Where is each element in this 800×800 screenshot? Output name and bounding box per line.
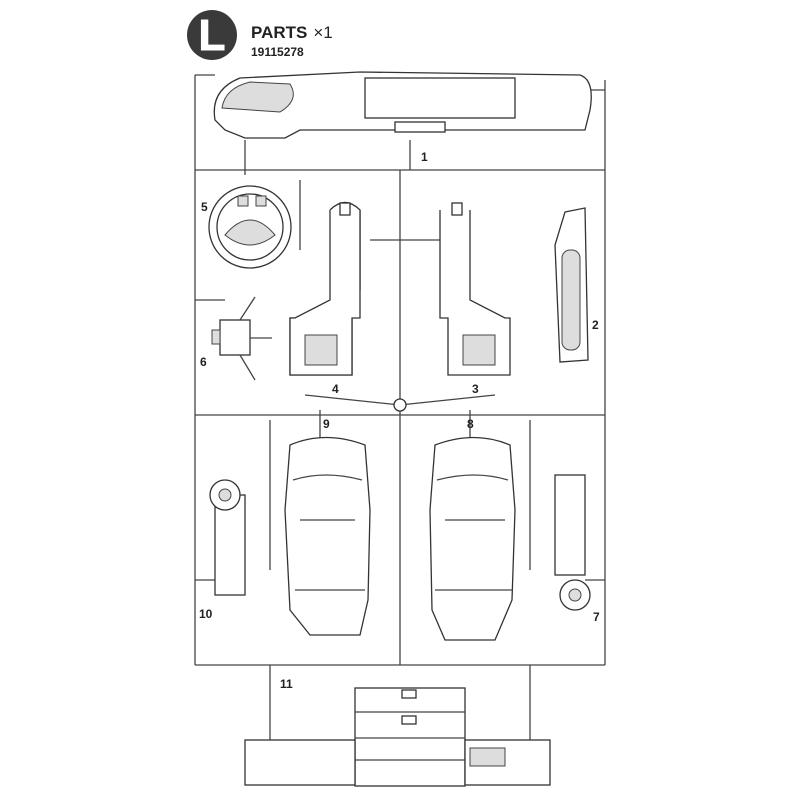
part-number-6: 6 (200, 355, 207, 369)
part-number-10: 10 (199, 607, 213, 621)
quantity-text: ×1 (313, 23, 333, 42)
part-2-panel (554, 207, 589, 363)
part-3-seat-base (439, 202, 511, 376)
part-8-seat (429, 436, 516, 641)
sprue-letter: L (198, 11, 226, 61)
part-5-steering-wheel (208, 185, 292, 269)
part-number-9: 9 (323, 417, 330, 431)
part-number-1: 1 (421, 150, 428, 164)
part-number-11: 11 (280, 677, 293, 691)
part-1-dashboard (213, 71, 592, 139)
parts-title: PARTS ×1 (251, 23, 333, 43)
part-number-4: 4 (332, 382, 339, 396)
part-9-seat (284, 436, 371, 636)
part-number-5: 5 (201, 200, 208, 214)
part-number-8: 8 (467, 417, 474, 431)
part-code: 19115278 (251, 45, 304, 59)
title-text: PARTS (251, 23, 308, 42)
part-number-2: 2 (592, 318, 599, 332)
part-7-bracket (554, 474, 591, 611)
sprue-frame (194, 74, 606, 746)
part-4-seat-base (289, 201, 361, 376)
part-number-7: 7 (593, 610, 600, 624)
sprue-letter-badge: L (187, 10, 237, 61)
part-6-column (211, 296, 272, 381)
part-11-console (244, 687, 551, 787)
part-10-bracket (209, 479, 246, 596)
sprue-gate (393, 398, 407, 412)
part-number-3: 3 (472, 382, 479, 396)
